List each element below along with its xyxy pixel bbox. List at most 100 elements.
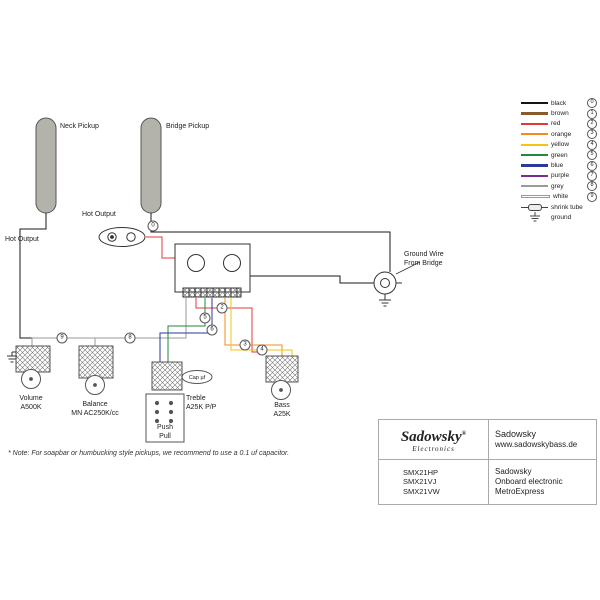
- legend-item-brown: brown 1: [521, 108, 597, 119]
- legend-color-line: [521, 133, 548, 136]
- bass-pot: [265, 355, 299, 400]
- legend-number: 7: [587, 170, 597, 181]
- title-block-table: Sadowsky® Electronics Sadowsky www.sadow…: [378, 419, 597, 505]
- legend-item-grey: grey 8: [521, 181, 597, 192]
- legend-item-shrink-tube: shrink tube: [521, 202, 597, 212]
- volume-pot: [15, 345, 51, 389]
- legend-item-green: green 5: [521, 150, 597, 161]
- legend-item-white: white 9: [521, 191, 597, 202]
- model-number: SMX21VW: [403, 486, 440, 496]
- wire-marker-0: 0: [147, 220, 159, 232]
- legend-number: 1: [587, 108, 597, 119]
- product-line: Sadowsky: [495, 467, 532, 476]
- capacitor-label: Cap µf: [188, 375, 206, 381]
- ground-wire-label: Ground Wire From Bridge: [404, 251, 444, 267]
- capacitor-shape: [181, 370, 213, 384]
- model-number: SMX21VJ: [403, 477, 437, 487]
- wire-marker-6: 6: [206, 324, 218, 336]
- legend-label: black: [551, 99, 567, 107]
- wire-marker-2: 2: [216, 302, 228, 314]
- jack-ground-symbol: [379, 294, 391, 307]
- treble-pot: [145, 361, 185, 443]
- battery-clip: [98, 227, 146, 247]
- hot-output-bridge-label: Hot Output: [82, 211, 116, 218]
- bass-label: Bass A25K: [273, 402, 291, 418]
- orange-wire: [224, 298, 283, 356]
- wire-marker-3: 3: [239, 339, 251, 351]
- legend-number: 5: [587, 150, 597, 161]
- legend-color-line: [521, 164, 548, 167]
- legend-item-purple: purple 7: [521, 170, 597, 181]
- legend-color-line: [521, 185, 548, 188]
- bridge-pickup-label: Bridge Pickup: [166, 123, 210, 130]
- legend-label: ground: [551, 213, 572, 221]
- legend-color-line: [521, 102, 548, 105]
- logo-subtitle: Electronics: [412, 444, 455, 453]
- product-line: Onboard electronic: [495, 477, 563, 486]
- legend-item-yellow: yellow 4: [521, 139, 597, 150]
- green-wire: [167, 298, 206, 362]
- bridge-pickup-shape: [140, 117, 162, 214]
- logo-cell: Sadowsky® Electronics: [379, 420, 489, 460]
- legend-label: brown: [551, 110, 569, 118]
- balance-pot: [78, 345, 114, 395]
- legend-number: 3: [587, 129, 597, 140]
- neck-pickup-label: Neck Pickup: [60, 123, 99, 130]
- legend-color-line: [521, 174, 548, 178]
- legend-label: shrink tube: [551, 203, 583, 211]
- legend-number: 2: [587, 118, 597, 129]
- wire-marker-8: 8: [124, 332, 136, 344]
- sadowsky-logo: Sadowsky®: [400, 428, 467, 445]
- legend-number: 4: [587, 139, 597, 150]
- legend-number: 6: [587, 160, 597, 171]
- legend-number: 0: [587, 98, 597, 109]
- legend-number: 9: [587, 191, 597, 202]
- legend-color-line: [521, 143, 548, 146]
- ground-icon: [521, 209, 548, 227]
- footnote: * Note: For soapbar or humbucking style …: [8, 450, 290, 457]
- legend-item-red: red 2: [521, 118, 597, 129]
- legend-color-line: [521, 122, 548, 126]
- legend-color-line: [521, 194, 550, 199]
- legend-label: purple: [551, 172, 570, 180]
- blue-wire: [159, 298, 213, 362]
- legend-item-orange: orange 3: [521, 129, 597, 140]
- legend-color-line: [521, 154, 548, 157]
- volume-label: Volume A500K: [19, 395, 43, 411]
- preamp-pcb: [174, 243, 251, 298]
- legend-item-ground: ground: [521, 211, 597, 222]
- legend-rows: black 0 brown 1 red 2 orange 3 yellow 4 green 5 blue…: [521, 98, 597, 202]
- legend-label: green: [551, 151, 568, 159]
- hot-output-neck-label: Hot Output: [5, 236, 39, 243]
- product-cell: Sadowsky Onboard electronic MetroExpress: [489, 460, 596, 504]
- red-wire-battery: [146, 236, 175, 259]
- legend-label: orange: [551, 130, 572, 138]
- legend-label: red: [551, 120, 561, 128]
- website: www.sadowskybass.de: [495, 440, 578, 449]
- product-line: MetroExpress: [495, 487, 545, 496]
- grey-wires: [31, 298, 187, 346]
- legend-number: 8: [587, 181, 597, 192]
- neck-pickup-shape: [35, 117, 57, 214]
- brand-name: Sadowsky: [495, 429, 537, 439]
- wire-marker-5: 5: [199, 312, 211, 324]
- legend-label: grey: [551, 182, 564, 190]
- wire-marker-4: 4: [256, 344, 268, 356]
- wire-color-legend: black 0 brown 1 red 2 orange 3 yellow 4 green 5 blue…: [521, 98, 597, 223]
- volume-ground-symbol: [7, 351, 17, 363]
- legend-label: blue: [551, 162, 564, 170]
- legend-label: yellow: [551, 141, 570, 149]
- push-pull-label: Push Pull: [157, 424, 173, 440]
- model-number: SMX21HP: [403, 467, 439, 477]
- brand-cell: Sadowsky www.sadowskybass.de: [489, 420, 596, 460]
- wire-marker-9: 9: [56, 332, 68, 344]
- treble-label: Treble A25K P/P: [186, 395, 217, 411]
- balance-label: Balance MN AC250K/cc: [71, 401, 119, 417]
- legend-label: white: [553, 193, 569, 201]
- models-cell: SMX21HP SMX21VJ SMX21VW: [379, 460, 489, 504]
- legend-item-black: black 0: [521, 98, 597, 109]
- legend-color-line: [521, 112, 548, 115]
- shrink-tube-icon: [521, 204, 548, 212]
